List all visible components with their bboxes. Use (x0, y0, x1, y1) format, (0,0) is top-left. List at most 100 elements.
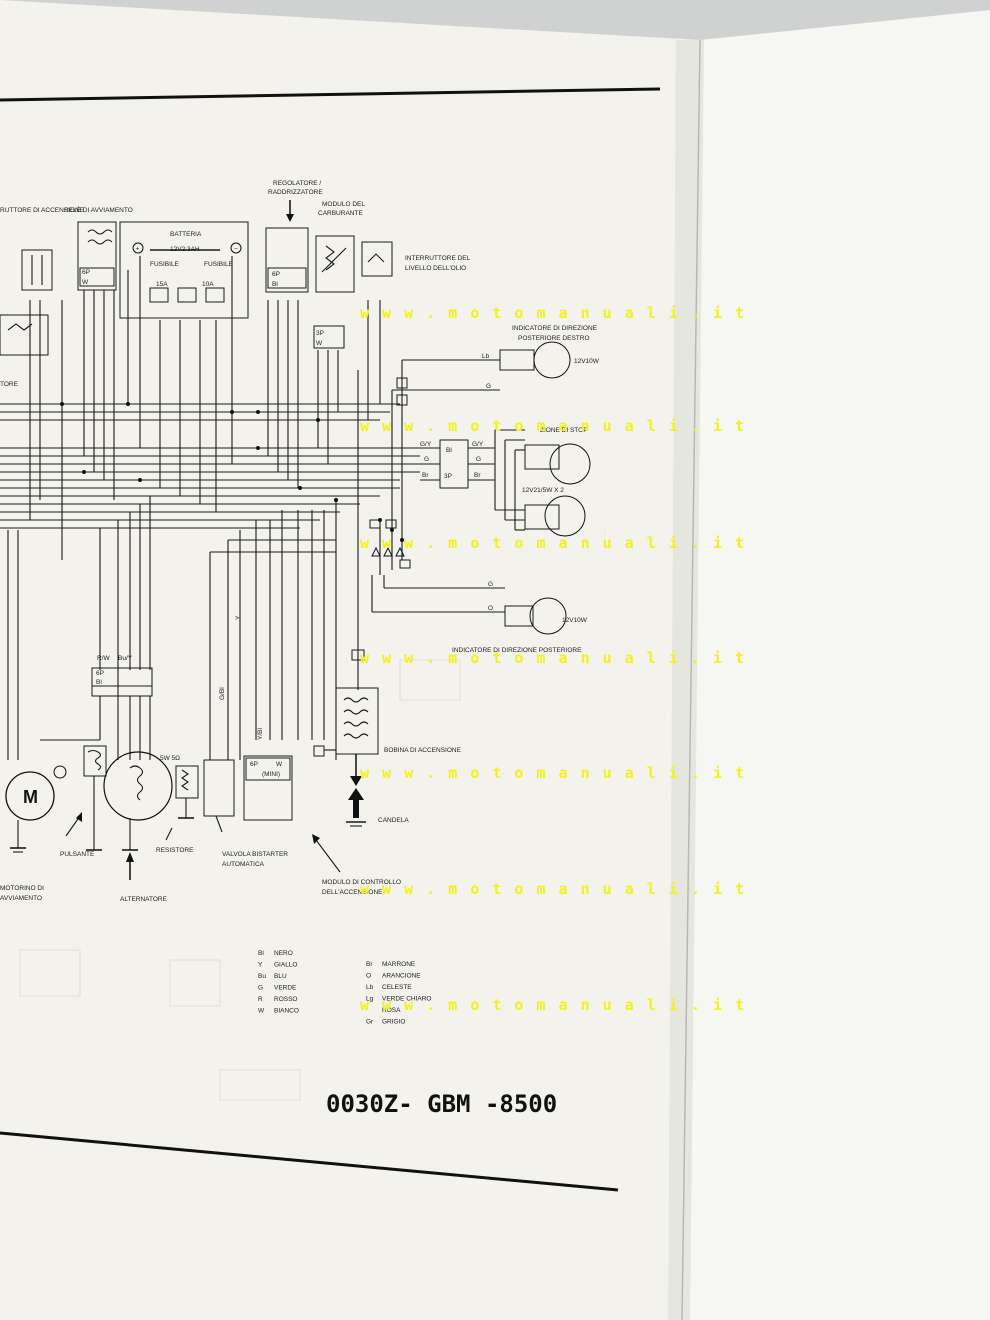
alternator-label: ALTERNATORE (120, 896, 168, 903)
battery-plus-icon: + (136, 246, 140, 253)
stop-conn-wire: Bl (446, 447, 452, 454)
stop-conn: 3P (444, 473, 452, 480)
regulator-label-2: RADDRIZZATORE (268, 189, 323, 196)
fuel-module-label-2: CARBURANTE (318, 210, 363, 217)
wire-buy-label: Bu/Y (118, 655, 133, 662)
rear-left-indicator-label: INDICATORE DI DIREZIONE POSTERIORE (452, 647, 582, 654)
starter-relay-wire: W (82, 279, 89, 286)
wire-y-label: Y (235, 615, 242, 620)
icm-label-1: MODULO DI CONTROLLO (322, 879, 401, 886)
starter-relay-label: RELÈ DI AVVIAMENTO (64, 205, 133, 214)
legend-name: BIANCO (274, 1008, 299, 1015)
rear-left-indicator: G O 12V10W INDICATORE DI DIREZIONE POSTE… (452, 581, 588, 654)
regulator-conn: 6P (272, 271, 280, 278)
bottom-rule (0, 1131, 619, 1192)
left-page (0, 0, 700, 1320)
legend-name: BLU (274, 973, 287, 980)
starter-motor-label-1: MOTORINO DI (0, 885, 44, 892)
starter-motor: M MOTORINO DI AVVIAMENTO (0, 765, 67, 902)
fuse-10a: 10A (202, 281, 214, 288)
legend-code: W (258, 1008, 265, 1015)
ignition-switch-label: RUTTORE DI ACCENSIONE (0, 207, 85, 214)
fuel-module-wire: W (316, 340, 323, 347)
watermark-4: w w w . m o t o m a n u a l i . i t (360, 649, 746, 667)
show-through (19, 659, 461, 1101)
watermark-1: w w w . m o t o m a n u a l i . i t (360, 304, 746, 322)
watermarks: w w w . m o t o m a n u a l i . i t w w … (360, 304, 746, 1014)
regulator-arrow-icon (286, 214, 294, 222)
conn-6p-lower-label: 6P (96, 670, 104, 677)
legend-name: MARRONE (382, 961, 416, 968)
wire-harness (0, 270, 525, 760)
watermark-6: w w w . m o t o m a n u a l i . i t (360, 880, 746, 898)
legend-name: NERO (274, 950, 293, 957)
starter-relay-conn: 6P (82, 269, 90, 276)
legend-code: Br (366, 961, 373, 968)
alternator: ALTERNATORE (103, 751, 173, 903)
pulse-generator: PULSANTE (60, 745, 107, 858)
legend-code: Gr (366, 1019, 374, 1026)
icm-mini: (MINI) (262, 771, 280, 778)
part-code: 0030Z- GBM -8500 (326, 1090, 557, 1118)
fuse-15a: 15A (156, 281, 168, 288)
pulse-generator-label: PULSANTE (60, 851, 95, 858)
legend-code: Bu (258, 973, 266, 980)
wire-o-label: O (488, 605, 493, 612)
fuel-module: MODULO DEL CARBURANTE 3P W (313, 201, 365, 349)
regulator-label-1: REGOLATORE / (273, 180, 321, 187)
spark-plug-arrow-icon (348, 788, 364, 800)
legend-code: Bl (258, 950, 264, 957)
legend-name: VERDE CHIARO (382, 996, 431, 1003)
legend-code: G (258, 985, 263, 992)
oil-switch-label-1: INTERRUTTORE DEL (405, 255, 471, 262)
icm-label-2: DELL'ACCENSIONE (322, 889, 383, 896)
legend-name: CELESTE (382, 984, 412, 991)
legend-code: R (258, 996, 263, 1003)
right-page (680, 10, 990, 1320)
stop-lamp-label: ZIONE DI STOP (540, 427, 588, 434)
watermark-7: w w w . m o t o m a n u a l i . i t (360, 996, 746, 1014)
legend-name: ROSA (382, 1007, 401, 1014)
wire-gy-left: G/Y (420, 441, 432, 448)
bulb-12v10w-a: 12V10W (574, 358, 600, 365)
wire-g-right: G (476, 456, 481, 463)
wire-ybl-label: Y/Bl (257, 728, 264, 740)
legend-name: VERDE (274, 985, 297, 992)
ignition-coil-label: BOBINA DI ACCENSIONE (384, 747, 462, 754)
fuse-2-label: FUSIBILE (204, 261, 234, 268)
battery-minus-icon: − (234, 246, 238, 253)
resistor-label: RESISTORE (156, 847, 194, 854)
wire-g-left: G (424, 456, 429, 463)
spark-plug-label: CANDELA (378, 817, 409, 824)
watermark-2: w w w . m o t o m a n u a l i . i t (360, 417, 746, 435)
valve-label-2: AUTOMATICA (222, 861, 265, 868)
watermark-5: w w w . m o t o m a n u a l i . i t (360, 764, 746, 782)
wire-rw-label: R/W (97, 655, 111, 662)
ignition-control-module: 6P W (MINI) Y/Bl MODULO DI CONTROLLO DEL… (243, 728, 401, 896)
resistor: 5W 5Ω RESISTORE (156, 755, 199, 854)
wire-br-right: Br (474, 472, 481, 479)
fuel-module-label-1: MODULO DEL (322, 201, 365, 208)
ignition-tore-label: TORE (0, 381, 19, 388)
conn-6p-lower-wire: Bl (96, 679, 102, 686)
legend-name: ARANCIONE (382, 973, 421, 980)
top-rule (0, 87, 661, 102)
fuel-module-conn: 3P (316, 330, 324, 337)
starter-motor-label-2: AVVIAMENTO (0, 895, 42, 902)
rear-right-indicator-label-2: POSTERIORE DESTRO (518, 335, 590, 342)
watermark-3: w w w . m o t o m a n u a l i . i t (360, 534, 746, 552)
battery: BATTERIA 12V2.3AH + − FUSIBILE FUSIBILE … (119, 221, 249, 320)
connector-6p-lower: 6P Bl R/W Bu/Y (40, 655, 153, 760)
legend-code: Y (258, 962, 263, 969)
fuse-1-label: FUSIBILE (150, 261, 180, 268)
wire-gbl-label: G/Bl (219, 687, 226, 700)
stop-lamp: ZIONE DI STOP Bl 3P G/Y G Br G/Y G Br 12… (420, 427, 591, 537)
bulb-12v21: 12V21/5W X 2 (522, 487, 564, 494)
ignition-coil: BOBINA DI ACCENSIONE (313, 649, 462, 786)
oil-switch-label-2: LIVELLO DELL'OLIO (405, 265, 466, 272)
legend-name: GRIGIO (382, 1019, 405, 1026)
wire-g-label-1: G (486, 383, 491, 390)
auto-bistarter-valve: VALVOLA BISTARTER AUTOMATICA G/Bl Y (203, 615, 288, 868)
